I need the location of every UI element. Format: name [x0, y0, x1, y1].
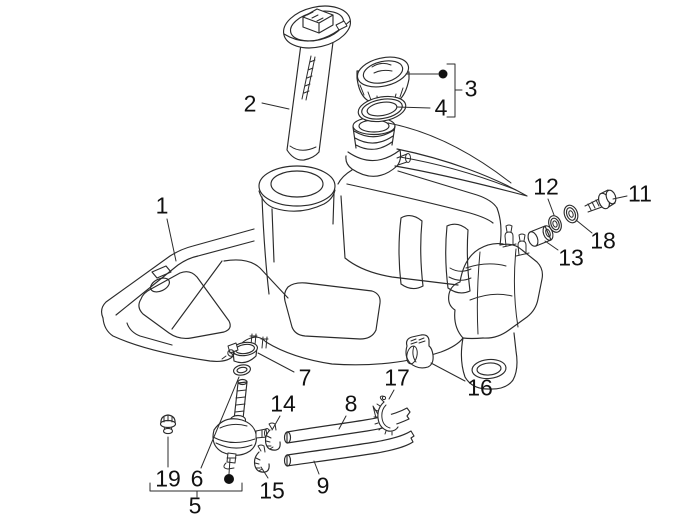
washer-12: [548, 215, 562, 233]
fuel-hose-9: [283, 430, 415, 467]
callout-18: 18: [590, 227, 616, 254]
fuel-cap: [356, 56, 410, 106]
hose-clip-14: [264, 422, 281, 451]
leader-lines: [149, 63, 628, 498]
callout-7: 7: [298, 364, 312, 391]
callout-16: 16: [467, 374, 493, 401]
fuel-tank-body: [100, 116, 544, 390]
washer-18: [563, 204, 579, 224]
callout-14: 14: [270, 390, 296, 417]
drain-cap-19: [159, 414, 177, 435]
callout-1: 1: [155, 192, 169, 219]
callout-15: 15: [259, 477, 285, 504]
cap-gasket: [357, 95, 407, 123]
hose-clamp-7: [221, 341, 258, 364]
fuel-level-sender: [282, 5, 352, 161]
fuel-hose-8: [283, 405, 411, 444]
hose-clip-15: [253, 444, 270, 473]
callout-2: 2: [243, 90, 257, 117]
group-3-bullet-marker: [438, 69, 448, 79]
group-5-bullet-marker: [224, 474, 234, 484]
callout-19: 19: [155, 465, 181, 492]
callout-11: 11: [628, 180, 652, 207]
fuel-tap: [212, 378, 270, 470]
callout-13: 13: [558, 244, 584, 271]
callout-17: 17: [384, 364, 410, 391]
mount-clamp-16: [405, 334, 434, 369]
tap-gasket: [233, 364, 251, 376]
callout-12: 12: [533, 173, 559, 200]
callout-6: 6: [190, 465, 204, 492]
callout-8: 8: [344, 390, 358, 417]
callout-9: 9: [316, 472, 330, 499]
callout-4: 4: [434, 94, 448, 121]
screw-11: [584, 189, 617, 213]
hose-clip-17: [373, 395, 399, 436]
callout-3: 3: [464, 75, 478, 102]
callout-5: 5: [188, 492, 202, 519]
